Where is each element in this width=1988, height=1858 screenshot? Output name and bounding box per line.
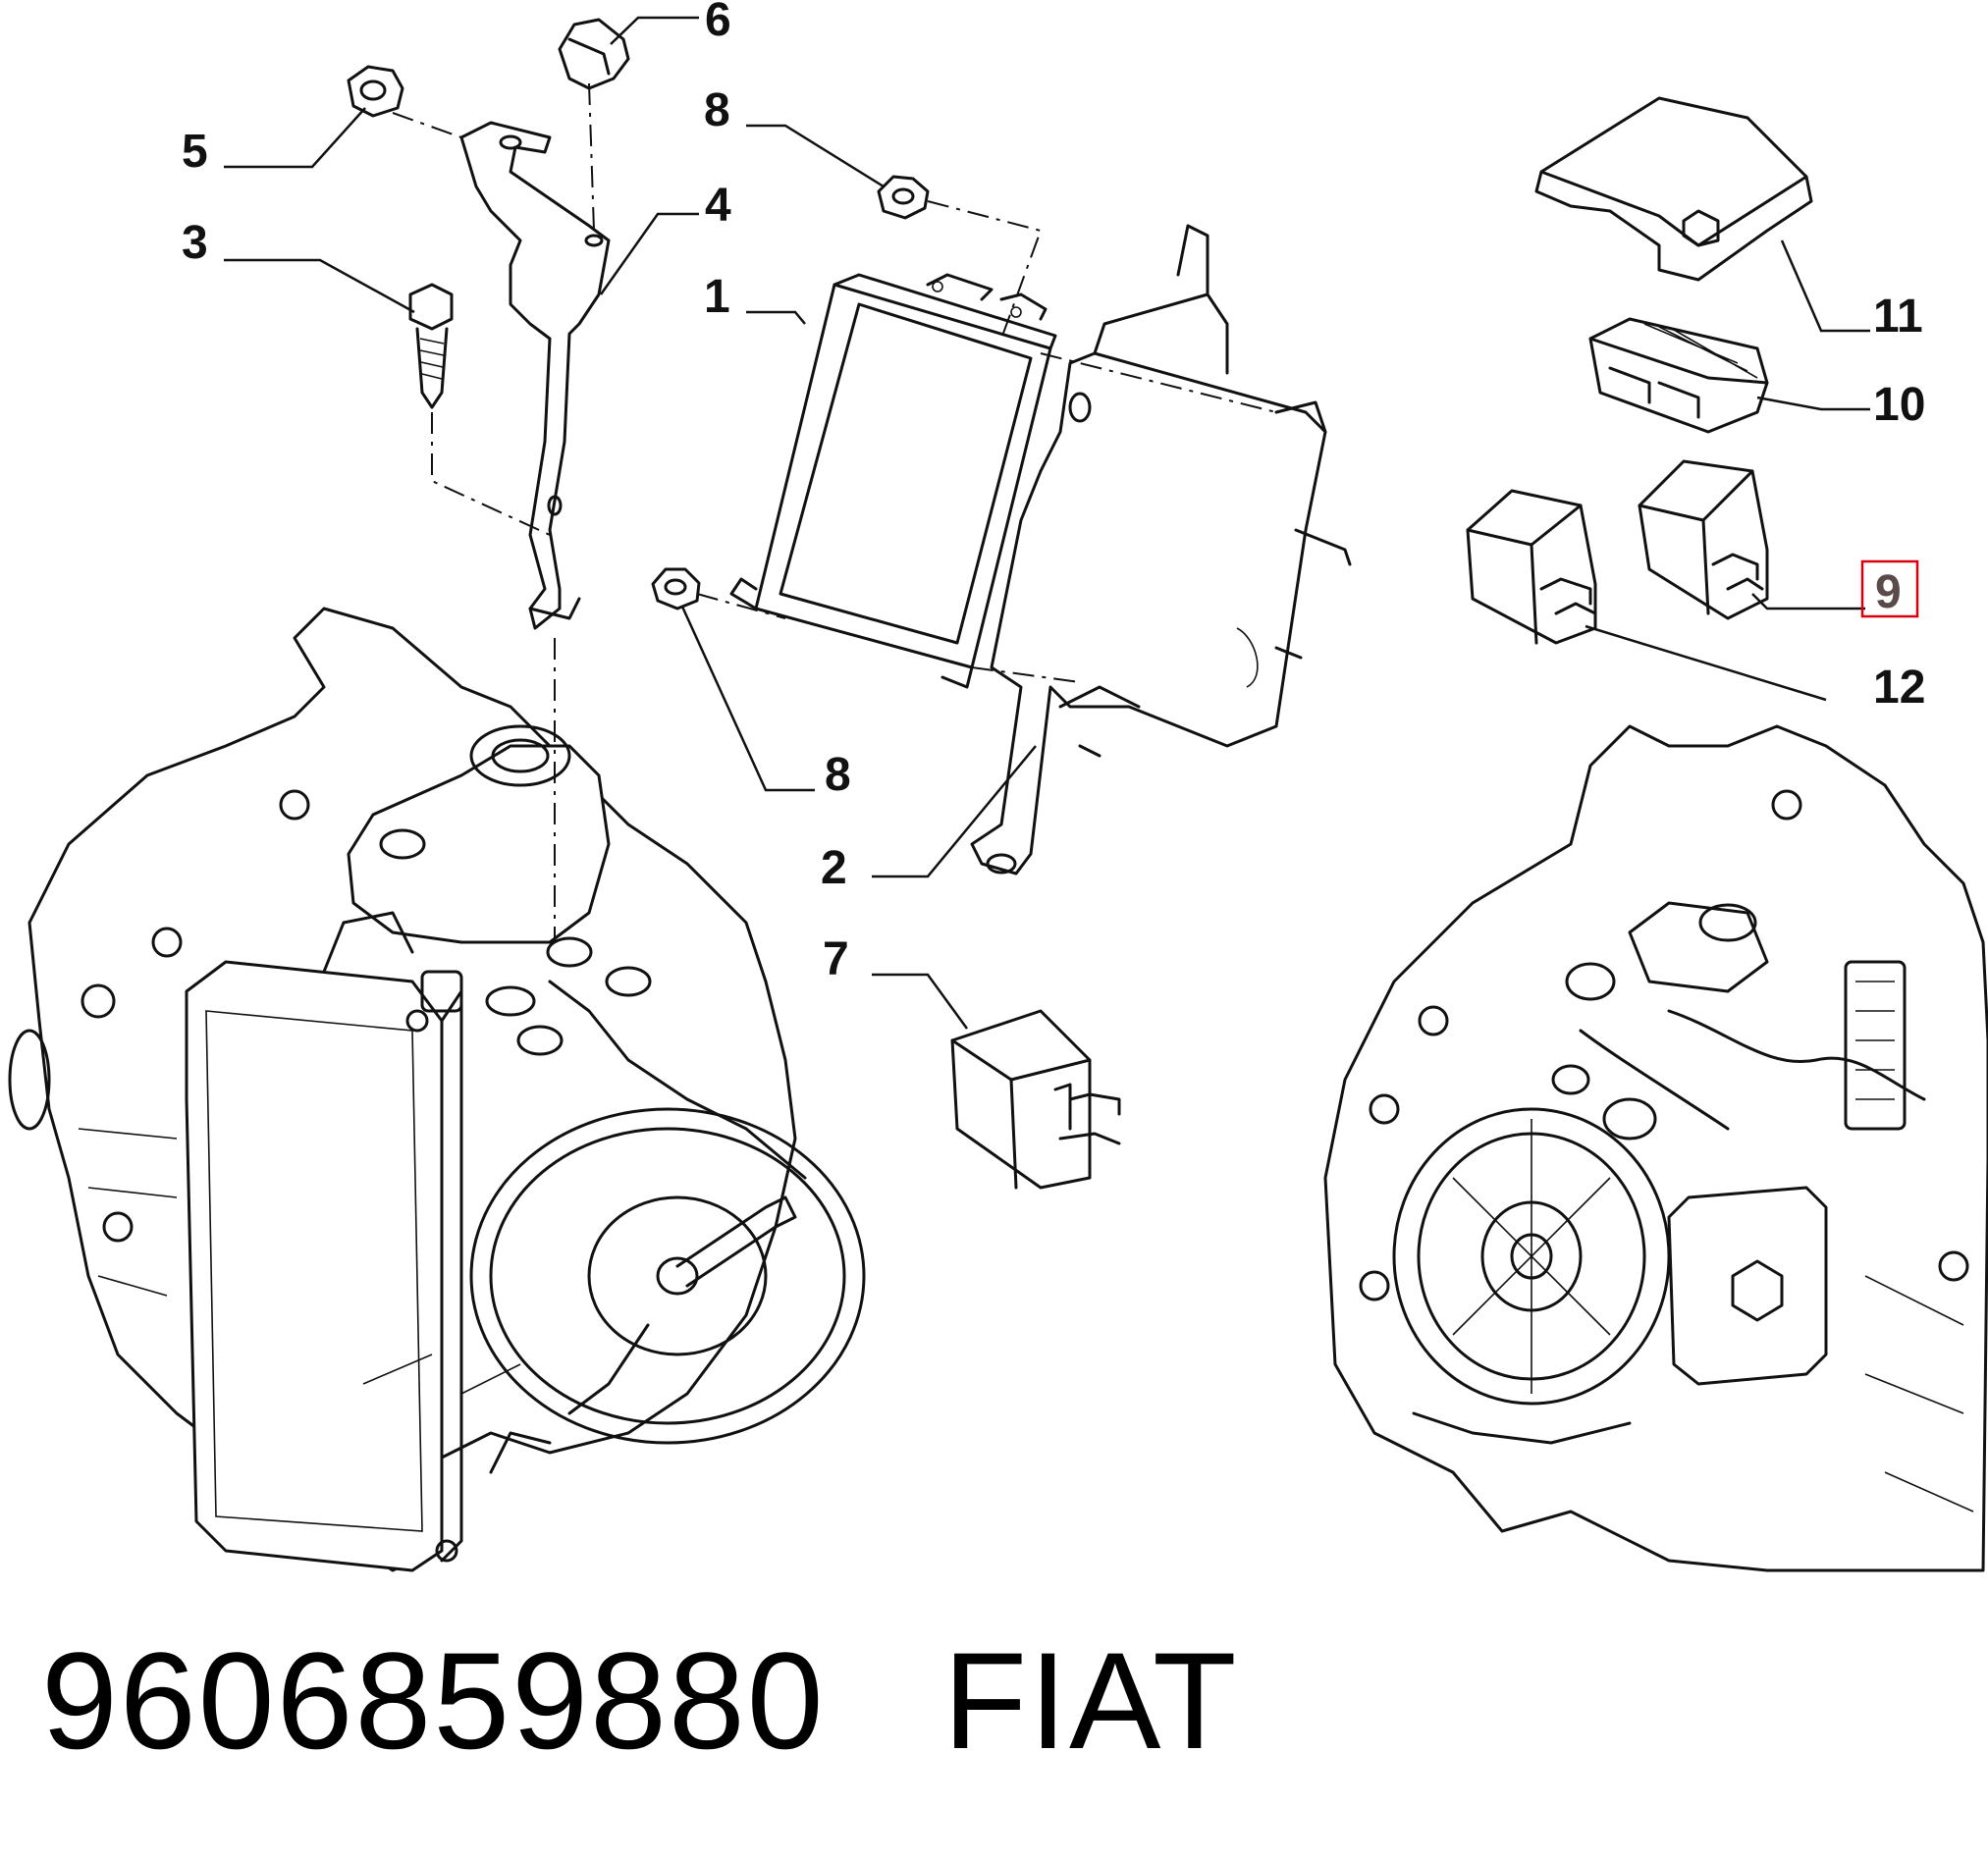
callout-2[interactable]: 2 bbox=[821, 842, 847, 894]
part-5-nut bbox=[347, 65, 404, 118]
part-8-nut-lower bbox=[651, 567, 701, 610]
part-11-cover bbox=[1534, 96, 1813, 282]
assembly-lines bbox=[392, 82, 1277, 942]
transmission-left bbox=[8, 607, 866, 1572]
part-10-module bbox=[1588, 317, 1769, 434]
callout-4[interactable]: 4 bbox=[705, 180, 731, 232]
part-4-support-bracket bbox=[459, 121, 611, 630]
callout-12[interactable]: 12 bbox=[1873, 662, 1925, 714]
part-6-clip bbox=[558, 18, 630, 90]
part-number: 9606859880 bbox=[41, 1623, 826, 1778]
callout-5[interactable]: 5 bbox=[182, 126, 208, 178]
part-8-nut-upper bbox=[877, 175, 930, 220]
callout-9[interactable]: 9 bbox=[1875, 566, 1902, 618]
callout-9-highlight-box bbox=[1860, 559, 1919, 618]
brand-name: FIAT bbox=[942, 1623, 1239, 1778]
callout-8-lower[interactable]: 8 bbox=[825, 749, 851, 801]
callout-10[interactable]: 10 bbox=[1873, 379, 1925, 431]
callout-3[interactable]: 3 bbox=[182, 217, 208, 269]
transmission-right bbox=[1323, 724, 1988, 1572]
part-1-control-unit bbox=[729, 273, 1057, 689]
part-2-bracket bbox=[970, 224, 1352, 876]
callout-8-upper[interactable]: 8 bbox=[704, 84, 730, 136]
leader-lines bbox=[224, 16, 1870, 1030]
part-9-relay bbox=[1638, 459, 1769, 620]
part-caption: 9606859880 FIAT bbox=[41, 1623, 1239, 1778]
callout-11[interactable]: 11 bbox=[1873, 291, 1923, 343]
callout-labels: 5 3 6 4 8 1 8 2 7 11 10 9 12 bbox=[182, 0, 1925, 985]
part-3-bolt bbox=[408, 283, 454, 409]
callout-7[interactable]: 7 bbox=[823, 933, 849, 985]
part-7-relay bbox=[950, 1009, 1121, 1190]
part-12-relay bbox=[1466, 489, 1597, 645]
callout-6[interactable]: 6 bbox=[705, 0, 731, 46]
callout-1[interactable]: 1 bbox=[704, 271, 730, 323]
